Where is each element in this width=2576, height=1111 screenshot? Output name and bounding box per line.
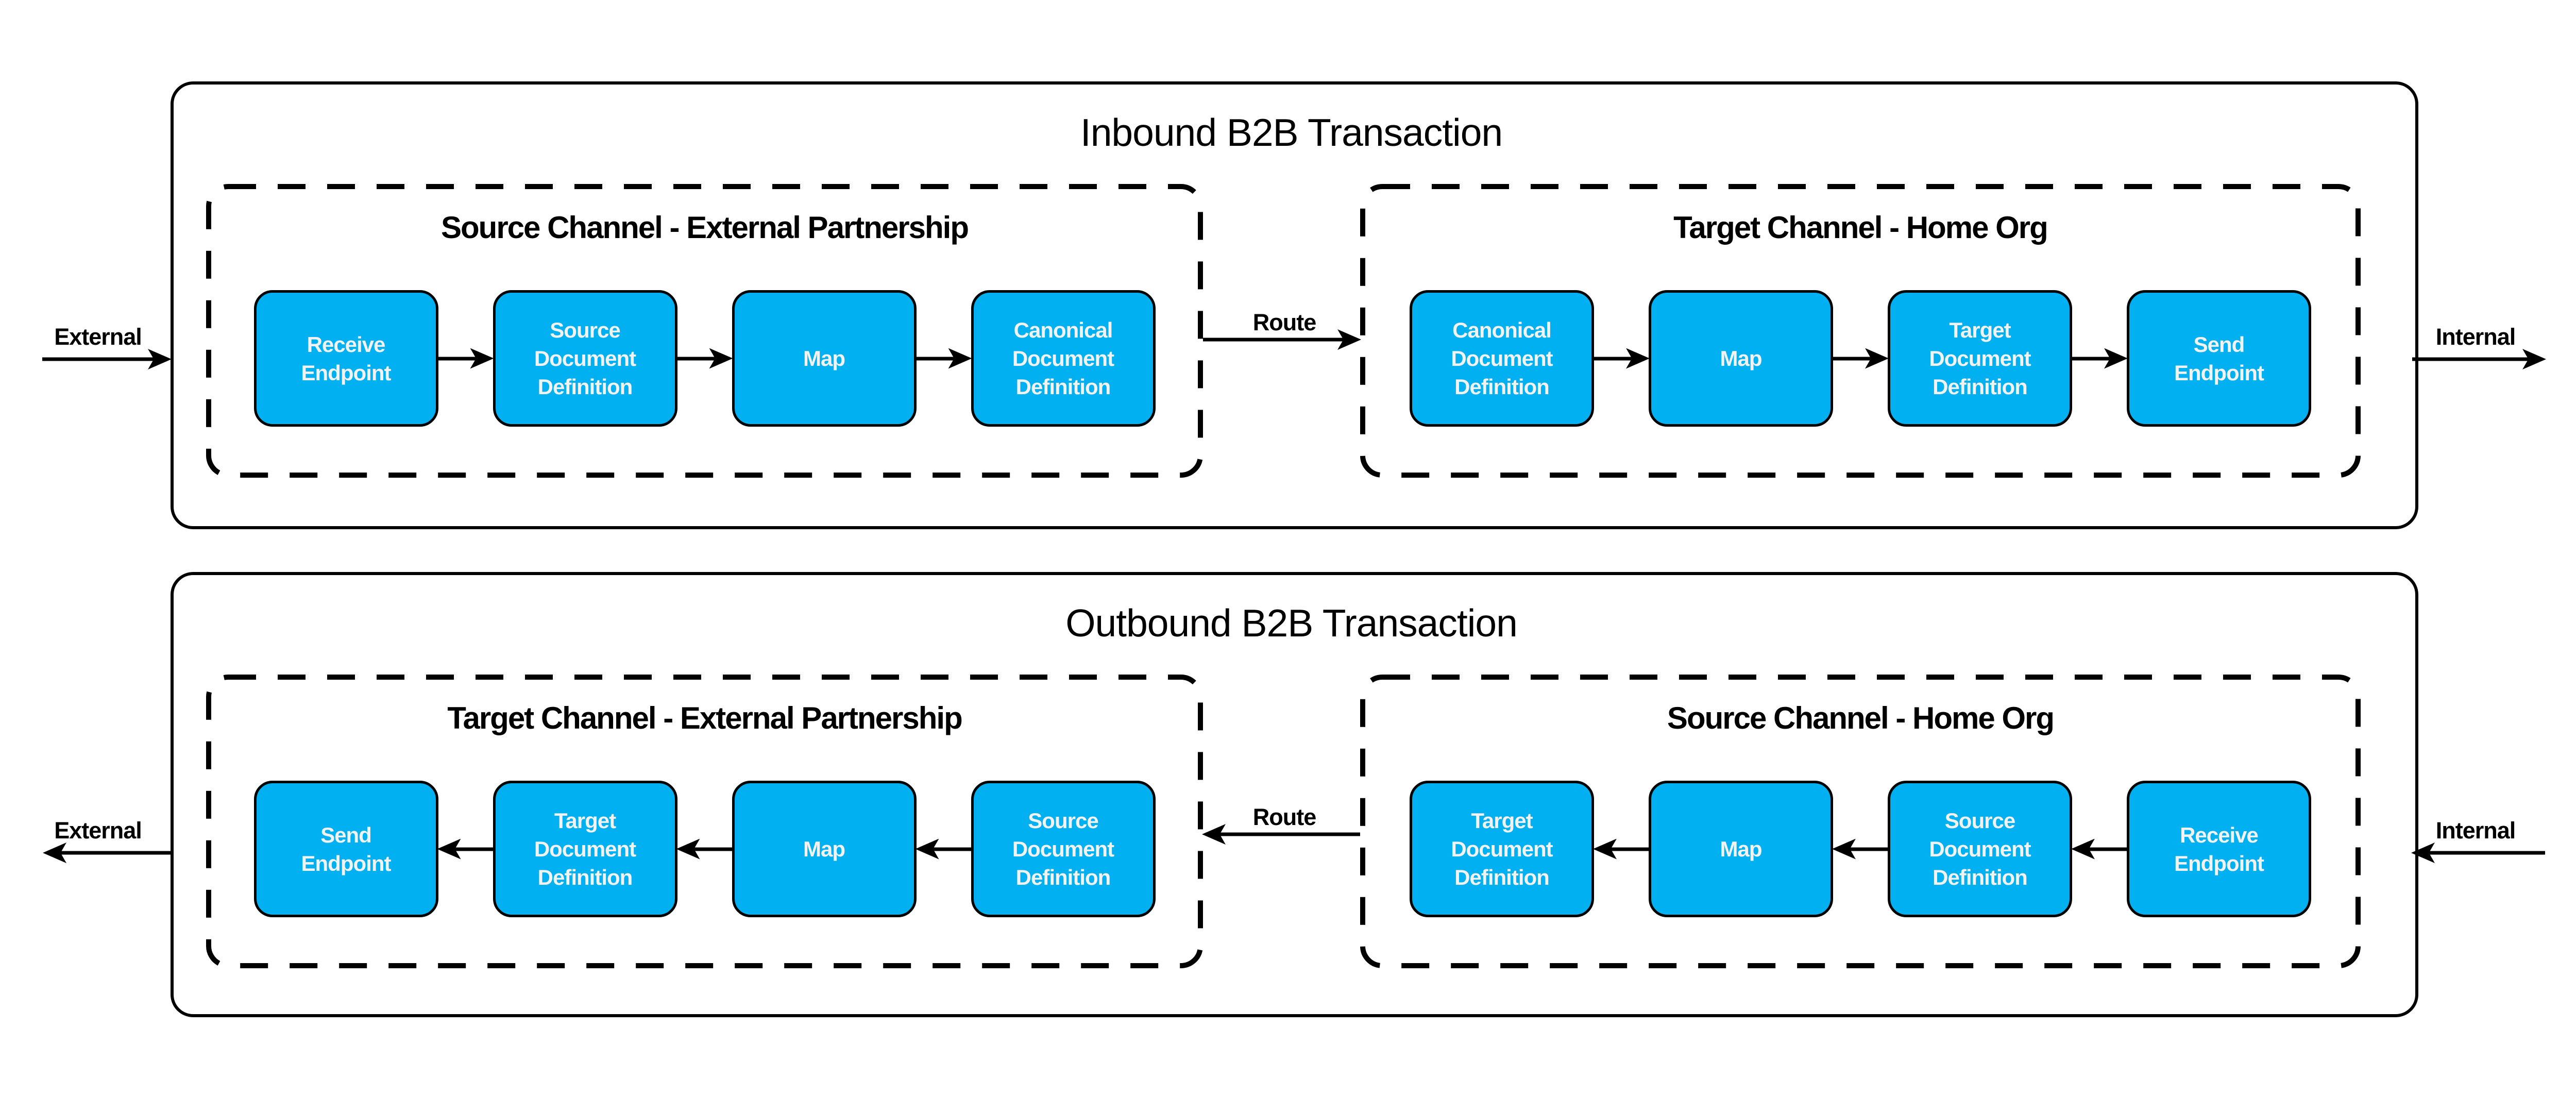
- node-canonical-document-definition: Canonical Document Definition: [1410, 290, 1594, 427]
- arrow-line: [677, 357, 727, 360]
- node-target-document-definition: Target Document Definition: [493, 781, 677, 917]
- route-label: Route: [1252, 309, 1317, 335]
- arrow-line: [682, 847, 732, 851]
- flow-arrow-right: [2072, 347, 2128, 370]
- inbound-target-channel: Target Channel - Home Org Canonical Docu…: [1360, 184, 2361, 478]
- node-source-document-definition: Source Document Definition: [493, 290, 677, 427]
- arrow-line: [2417, 851, 2545, 855]
- channel-box-row: Canonical Document Definition Map Target…: [1360, 290, 2361, 427]
- arrow-line: [1833, 357, 1883, 360]
- external-label: External: [54, 324, 142, 350]
- node-send-endpoint: Send Endpoint: [253, 781, 438, 917]
- internal-label: Internal: [2435, 817, 2516, 844]
- flow-arrow-left: [1593, 838, 1649, 861]
- outbound-section-title: Outbound B2B Transaction: [1065, 601, 1518, 645]
- node-receive-endpoint: Receive Endpoint: [253, 290, 438, 427]
- internal-arrow-inbound: [2412, 348, 2546, 371]
- flow-arrow-left: [1832, 838, 1888, 861]
- flow-arrow-left: [676, 838, 732, 861]
- node-source-document-definition: Source Document Definition: [1888, 781, 2072, 917]
- route-arrow-inbound: [1203, 328, 1361, 351]
- node-target-document-definition: Target Document Definition: [1410, 781, 1594, 917]
- arrow-line: [443, 847, 493, 851]
- dashed-border: [1360, 675, 2361, 968]
- dashed-border: [206, 184, 1203, 478]
- channel-box-row: Send Endpoint Target Document Definition…: [206, 781, 1203, 917]
- channel-title: Source Channel - External Partnership: [441, 210, 969, 245]
- flow-arrow-left: [2071, 838, 2127, 861]
- flow-arrow-right: [1833, 347, 1889, 370]
- internal-arrow-outbound: [2411, 841, 2545, 864]
- flow-arrow-left: [915, 838, 971, 861]
- node-map: Map: [1649, 781, 1833, 917]
- external-arrow-inbound: [42, 348, 172, 371]
- node-map: Map: [1649, 290, 1833, 427]
- arrow-line: [438, 357, 488, 360]
- arrow-line: [1599, 847, 1649, 851]
- inbound-source-channel: Source Channel - External Partnership Re…: [206, 184, 1203, 478]
- channel-box-row: Receive Endpoint Source Document Definit…: [206, 290, 1203, 427]
- flow-arrow-right: [438, 347, 494, 370]
- flow-arrow-right: [1594, 347, 1650, 370]
- channel-box-row: Target Document Definition Map Source Do…: [1360, 781, 2361, 917]
- route-label: Route: [1252, 804, 1317, 830]
- node-send-endpoint: Send Endpoint: [2127, 290, 2311, 427]
- arrow-line: [1838, 847, 1888, 851]
- arrow-line: [921, 847, 971, 851]
- arrow-line: [2412, 357, 2540, 361]
- arrow-line: [1203, 338, 1355, 342]
- route-arrow-outbound: [1202, 823, 1360, 846]
- node-receive-endpoint: Receive Endpoint: [2127, 781, 2311, 917]
- inbound-section-title: Inbound B2B Transaction: [1080, 111, 1503, 154]
- channel-title: Target Channel - Home Org: [1673, 210, 2048, 245]
- outbound-target-channel: Target Channel - External Partnership Se…: [206, 675, 1203, 968]
- flow-arrow-left: [437, 838, 493, 861]
- node-canonical-document-definition: Canonical Document Definition: [971, 290, 1156, 427]
- channel-title: Source Channel - Home Org: [1667, 701, 2055, 735]
- arrow-line: [49, 851, 171, 855]
- arrow-line: [2077, 847, 2127, 851]
- channel-title: Target Channel - External Partnership: [447, 701, 962, 735]
- flow-arrow-right: [916, 347, 972, 370]
- arrow-line: [42, 357, 165, 361]
- node-map: Map: [732, 290, 917, 427]
- arrow-line: [1594, 357, 1643, 360]
- node-map: Map: [732, 781, 917, 917]
- outbound-source-channel: Source Channel - Home Org Target Documen…: [1360, 675, 2361, 968]
- internal-label: Internal: [2435, 324, 2516, 350]
- node-source-document-definition: Source Document Definition: [971, 781, 1156, 917]
- dashed-border: [206, 675, 1203, 968]
- arrow-line: [916, 357, 966, 360]
- dashed-border: [1360, 184, 2361, 478]
- external-label: External: [54, 817, 142, 844]
- arrow-line: [1208, 832, 1360, 836]
- node-target-document-definition: Target Document Definition: [1888, 290, 2072, 427]
- arrow-line: [2072, 357, 2122, 360]
- external-arrow-outbound: [43, 841, 171, 864]
- flow-arrow-right: [677, 347, 733, 370]
